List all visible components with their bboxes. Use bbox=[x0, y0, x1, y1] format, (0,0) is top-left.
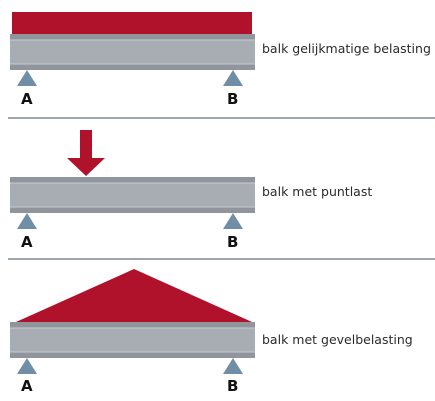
point-load-arrow-icon bbox=[67, 130, 105, 176]
support-b-icon bbox=[223, 213, 243, 229]
support-label-a: A bbox=[21, 90, 33, 108]
support-label-a: A bbox=[21, 377, 33, 395]
support-a-icon bbox=[17, 213, 37, 229]
support-a-icon bbox=[17, 358, 37, 374]
case-point-load bbox=[10, 130, 255, 229]
case-uniform-load bbox=[10, 12, 255, 86]
support-b-icon bbox=[223, 70, 243, 86]
caption-triangular-load: balk met gevelbelasting bbox=[262, 332, 413, 347]
uniform-load-block bbox=[12, 12, 252, 34]
caption-uniform-load: balk gelijkmatige belasting bbox=[262, 41, 431, 56]
support-label-b: B bbox=[227, 90, 239, 108]
beam bbox=[10, 322, 255, 358]
case-triangular-load bbox=[10, 269, 255, 374]
triangular-load-shape bbox=[16, 269, 252, 322]
caption-point-load: balk met puntlast bbox=[262, 184, 373, 199]
support-a-icon bbox=[17, 70, 37, 86]
support-b-icon bbox=[223, 358, 243, 374]
beam bbox=[10, 177, 255, 213]
support-label-b: B bbox=[227, 233, 239, 251]
support-label-a: A bbox=[21, 233, 33, 251]
support-label-b: B bbox=[227, 377, 239, 395]
beam bbox=[10, 34, 255, 70]
